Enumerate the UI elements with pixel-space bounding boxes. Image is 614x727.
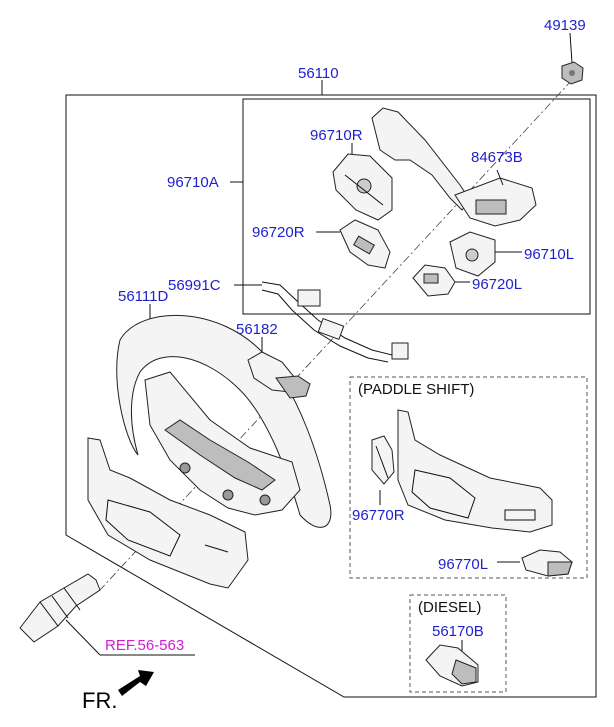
label-56111D: 56111D [118, 288, 168, 305]
paddle-96770r [371, 435, 395, 485]
label-56170B: 56170B [432, 623, 484, 640]
paddle-shift-title: (PADDLE SHIFT) [358, 381, 474, 398]
steering-column [19, 573, 101, 643]
label-84673B: 84673B [471, 149, 523, 166]
switch-bracket [371, 107, 471, 211]
label-56991C: 56991C [168, 277, 221, 294]
label-56182: 56182 [236, 321, 278, 338]
diesel-title: (DIESEL) [418, 599, 481, 616]
label-96720R: 96720R [252, 224, 305, 241]
label-96710A: 96710A [167, 174, 219, 191]
label-96710L: 96710L [524, 246, 574, 263]
assembly-outline [65, 94, 597, 698]
label-96770R: 96770R [352, 507, 405, 524]
front-arrow-icon [118, 670, 154, 696]
paddle-shift-box [349, 376, 588, 579]
diesel-box [409, 594, 507, 693]
label-96710R: 96710R [310, 127, 363, 144]
ref-link[interactable]: REF.56-563 [105, 637, 184, 654]
switch-group-box [242, 98, 591, 315]
label-49139: 49139 [544, 17, 586, 34]
lower-cover [87, 437, 249, 589]
paddle-shift-cover [397, 409, 553, 533]
label-56110: 56110 [298, 65, 339, 82]
label-96720L: 96720L [472, 276, 522, 293]
front-label: FR. [82, 688, 117, 713]
label-96770L: 96770L [438, 556, 488, 573]
wiring-harness [261, 281, 409, 356]
